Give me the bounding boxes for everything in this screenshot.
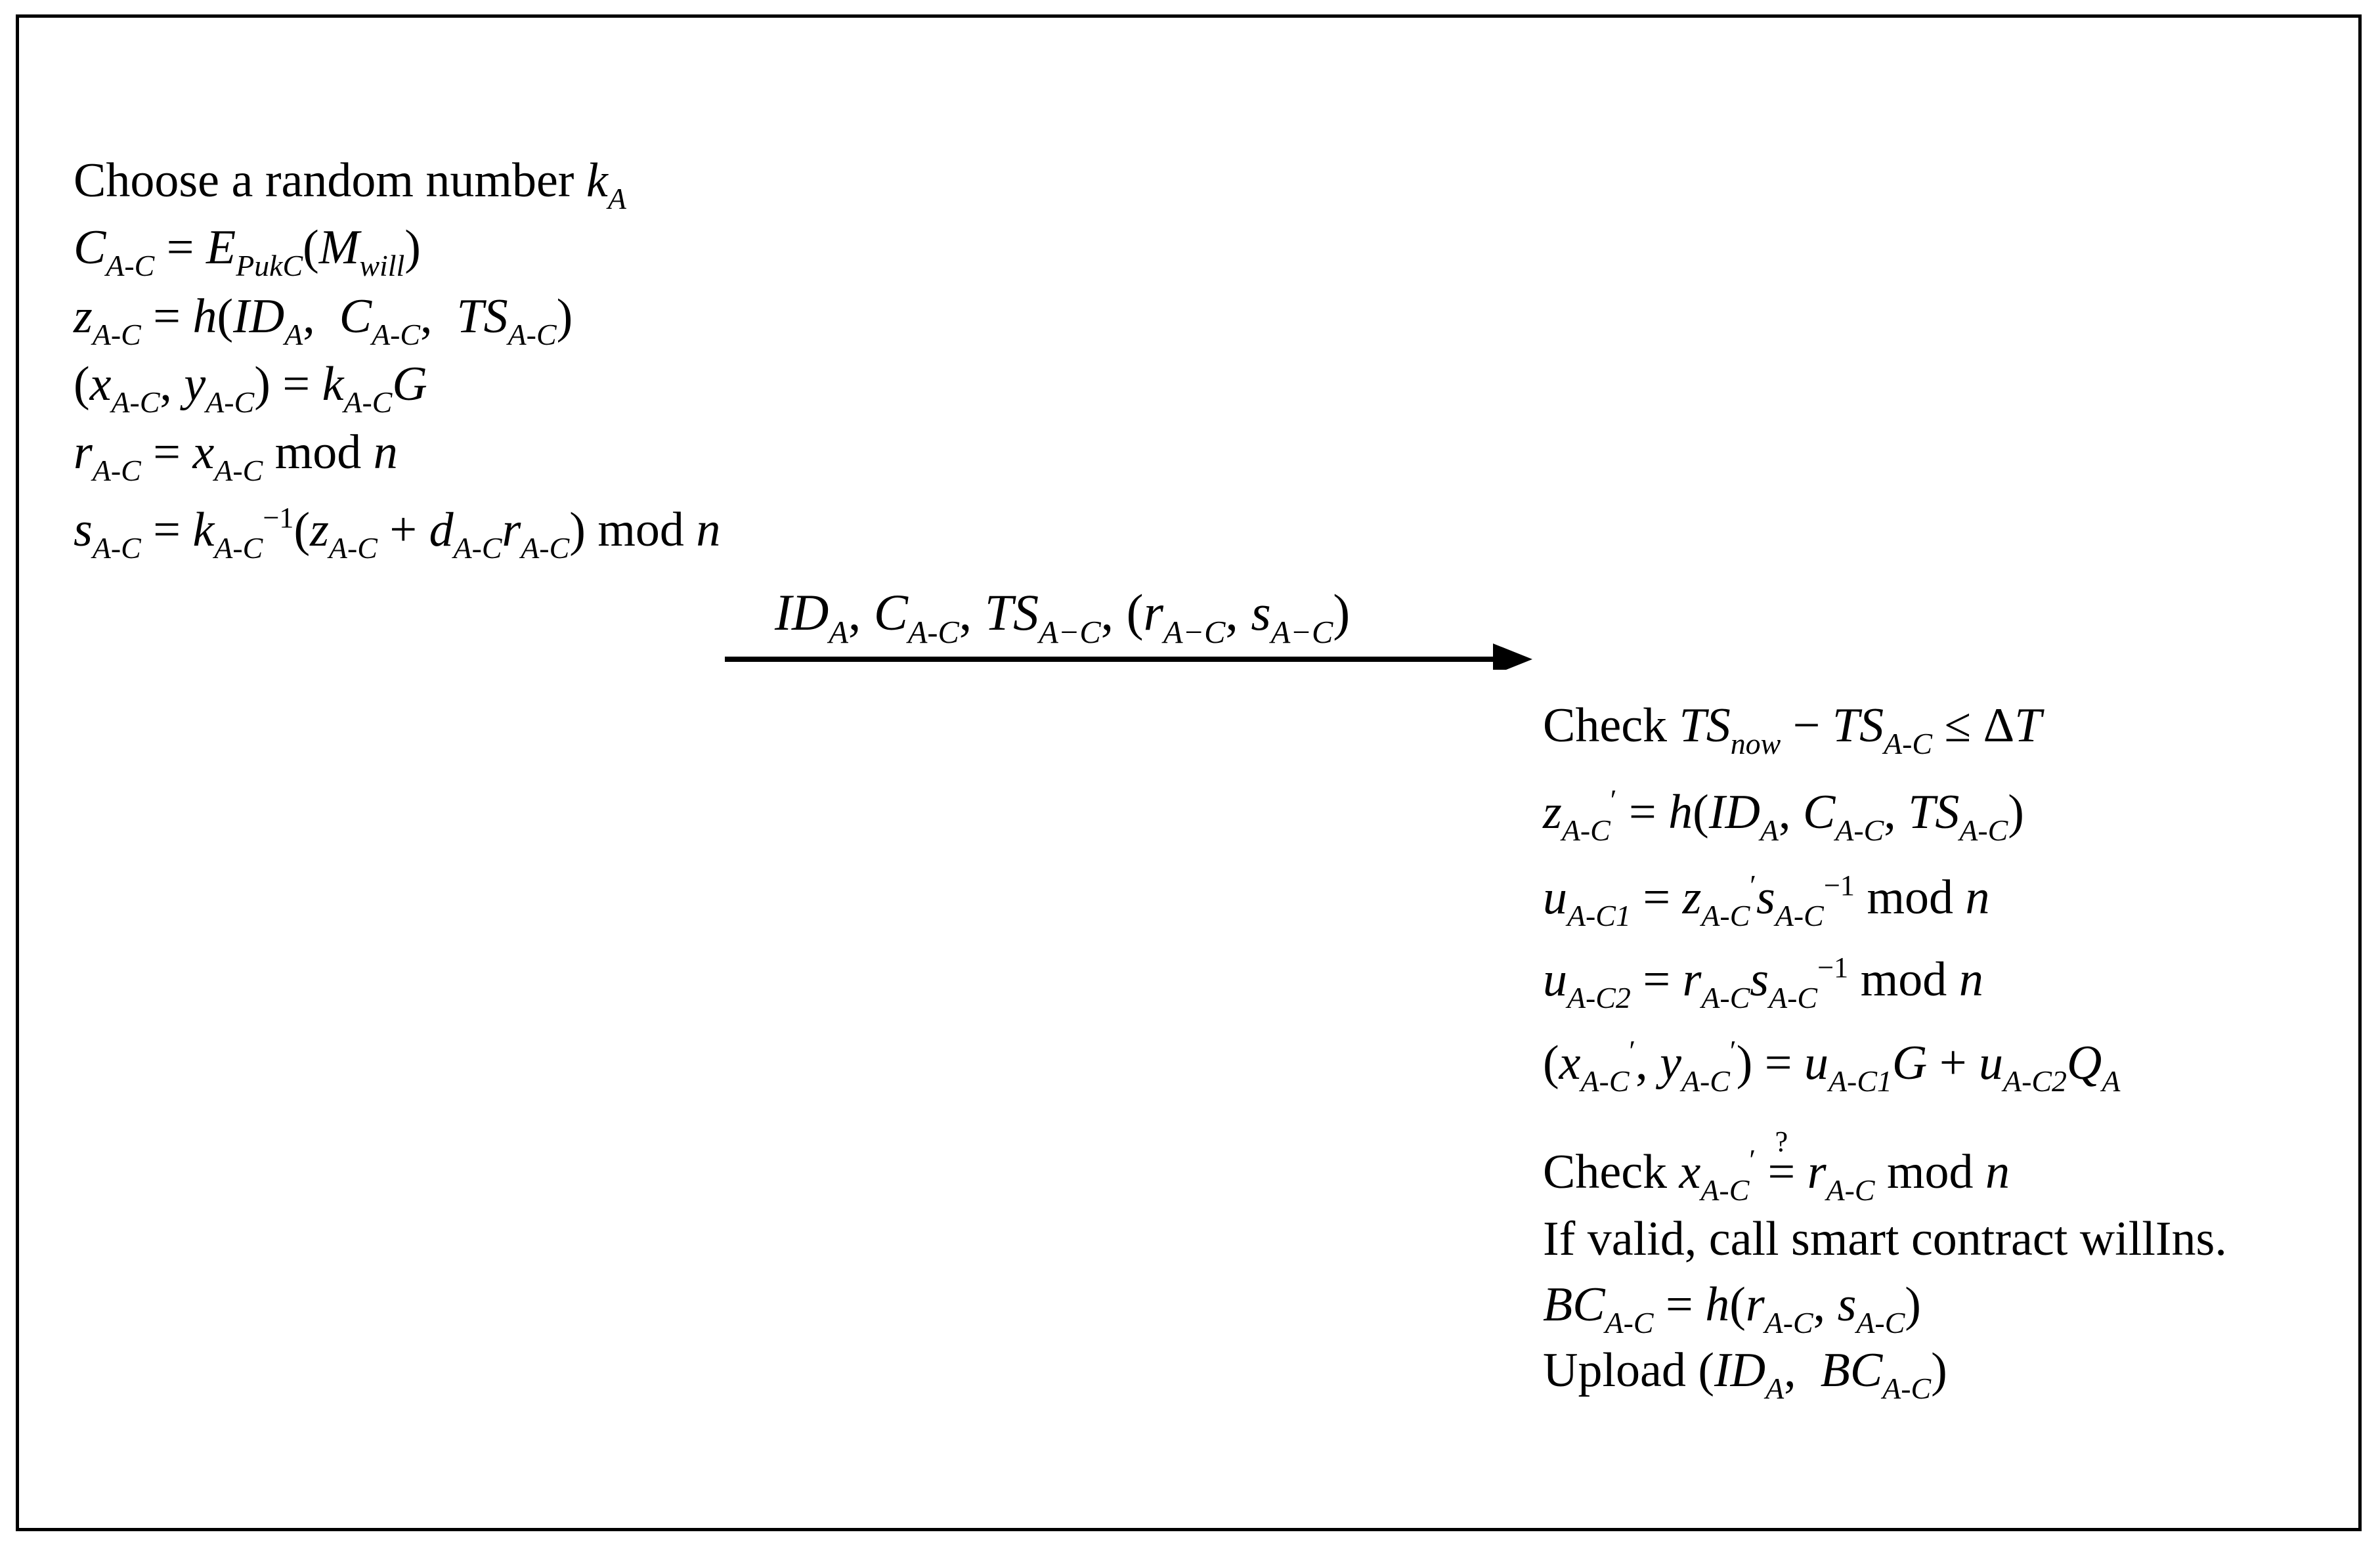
step-point-xy: (xA-C, yA-C) = kA-CG (74, 357, 427, 420)
step-choose-random: Choose a random number kA (74, 154, 626, 216)
step-check-timestamp: Check TSnow − TSA-C ≤ ΔT (1543, 699, 2042, 761)
step-compute-u2: uA-C2 = rA-CsA-C−1 mod n (1543, 951, 1983, 1015)
message-arrow (725, 643, 1532, 670)
step-compute-r: rA-C = xA-C mod n (74, 425, 398, 488)
step-encrypt-will: CA-C = EPukC(Mwill) (74, 221, 421, 283)
step-recompute-point: (xA-C′, yA-C′) = uA-C1G + uA-C2QA (1543, 1034, 2121, 1099)
transmitted-message: IDA, CA-C, TSA−C, (rA−C, sA−C) (775, 584, 1351, 651)
step-compute-s: sA-C = kA-C−1(zA-C + dA-CrA-C) mod n (74, 501, 721, 565)
step-recompute-z: zA-C′ = h(IDA, CA-C, TSA-C) (1543, 783, 2024, 848)
diagram-frame (16, 14, 2362, 1531)
step-blockchain-hash: BCA-C = h(rA-C, sA-C) (1543, 1278, 1921, 1340)
step-compute-u1: uA-C1 = zA-C′sA-C−1 mod n (1543, 869, 1990, 933)
step-verify-signature: Check xA-C′ =? rA-C mod n (1543, 1125, 2010, 1208)
step-upload: Upload (IDA, BCA-C) (1543, 1343, 1947, 1406)
step-call-contract: If valid, call smart contract willIns. (1543, 1212, 2227, 1266)
step-hash-z: zA-C = h(IDA, CA-C, TSA-C) (74, 290, 573, 352)
